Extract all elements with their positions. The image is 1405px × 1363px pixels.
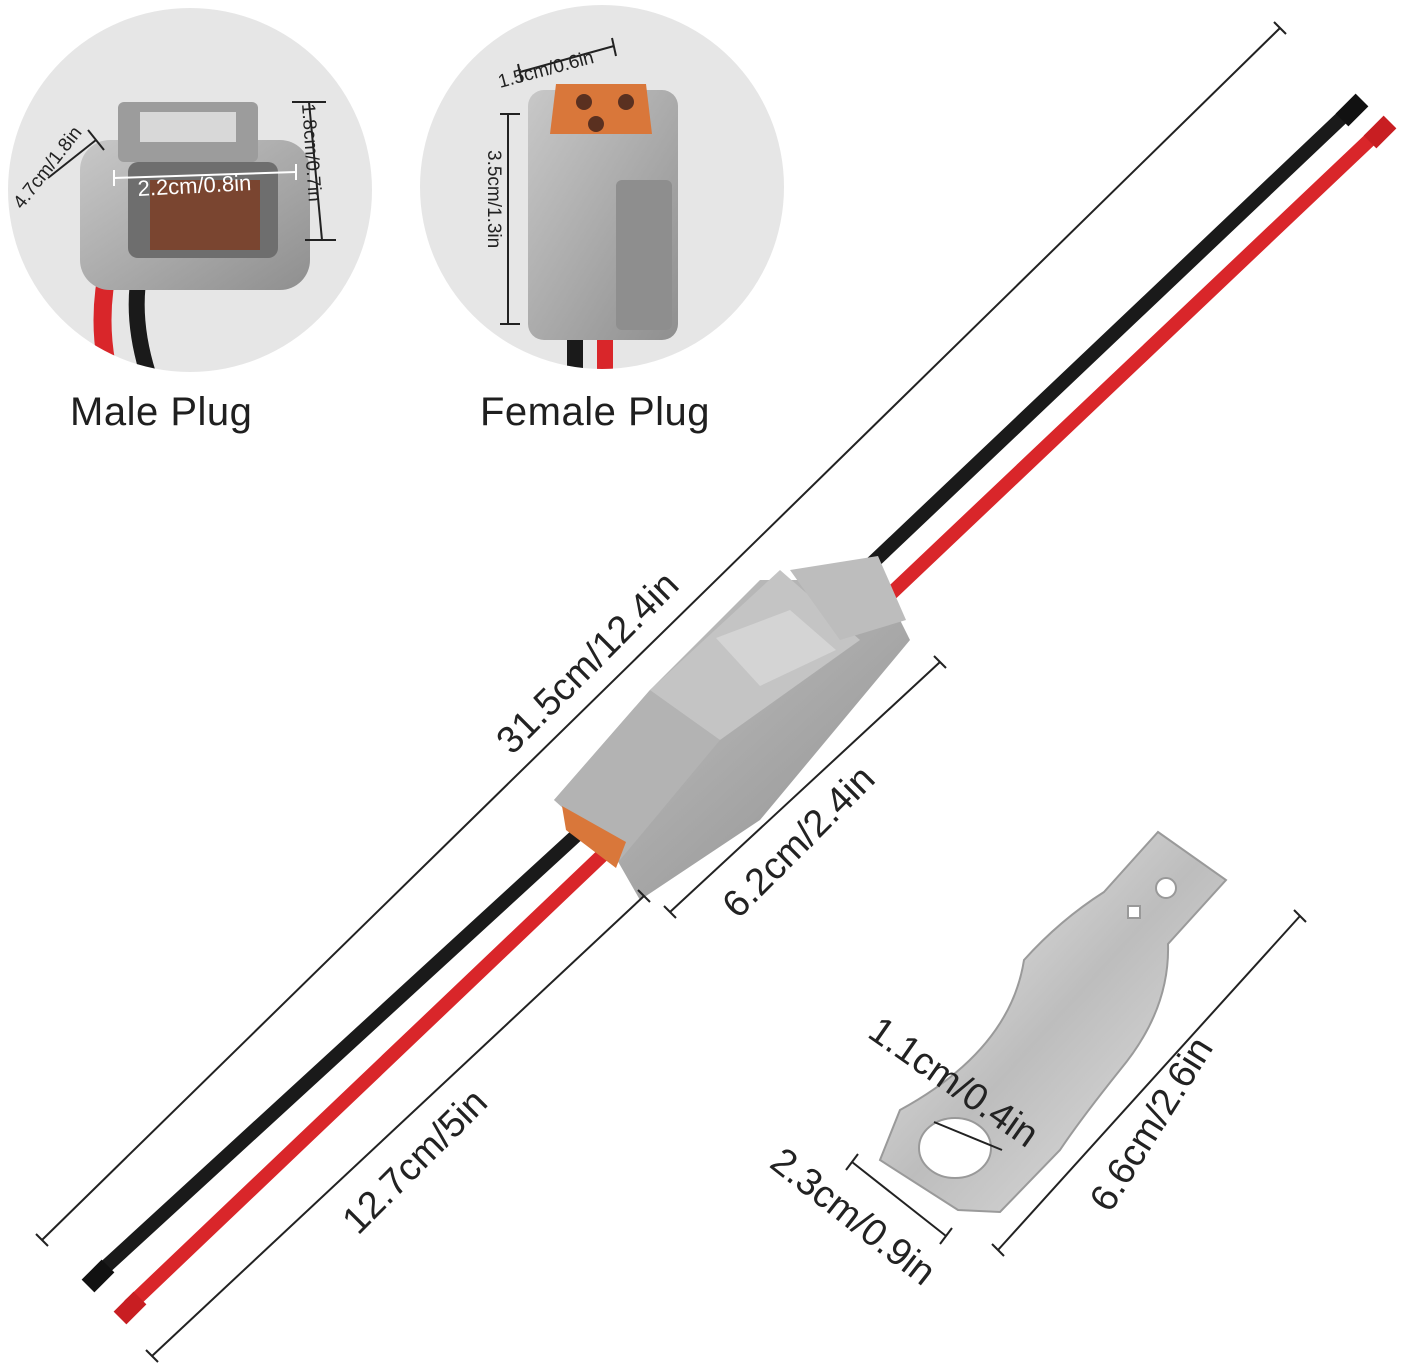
male-plug-caption: Male Plug <box>70 390 253 434</box>
male-plug-detail: 2.2cm/0.8in 1.8cm/0.7in 4.7cm/1.8in <box>8 8 372 372</box>
male-width-label: 2.2cm/0.8in <box>137 170 252 201</box>
wire-length-dimension: 12.7cm/5in <box>145 889 651 1363</box>
female-plug-caption: Female Plug <box>480 390 711 434</box>
deutsch-connector <box>554 556 910 900</box>
mounting-bracket <box>878 830 1228 1214</box>
female-length-label: 3.5cm/1.3in <box>483 150 504 248</box>
wire-harness <box>81 93 1397 1325</box>
female-plug-detail: 1.5cm/0.6in 3.5cm/1.3in <box>420 5 784 369</box>
